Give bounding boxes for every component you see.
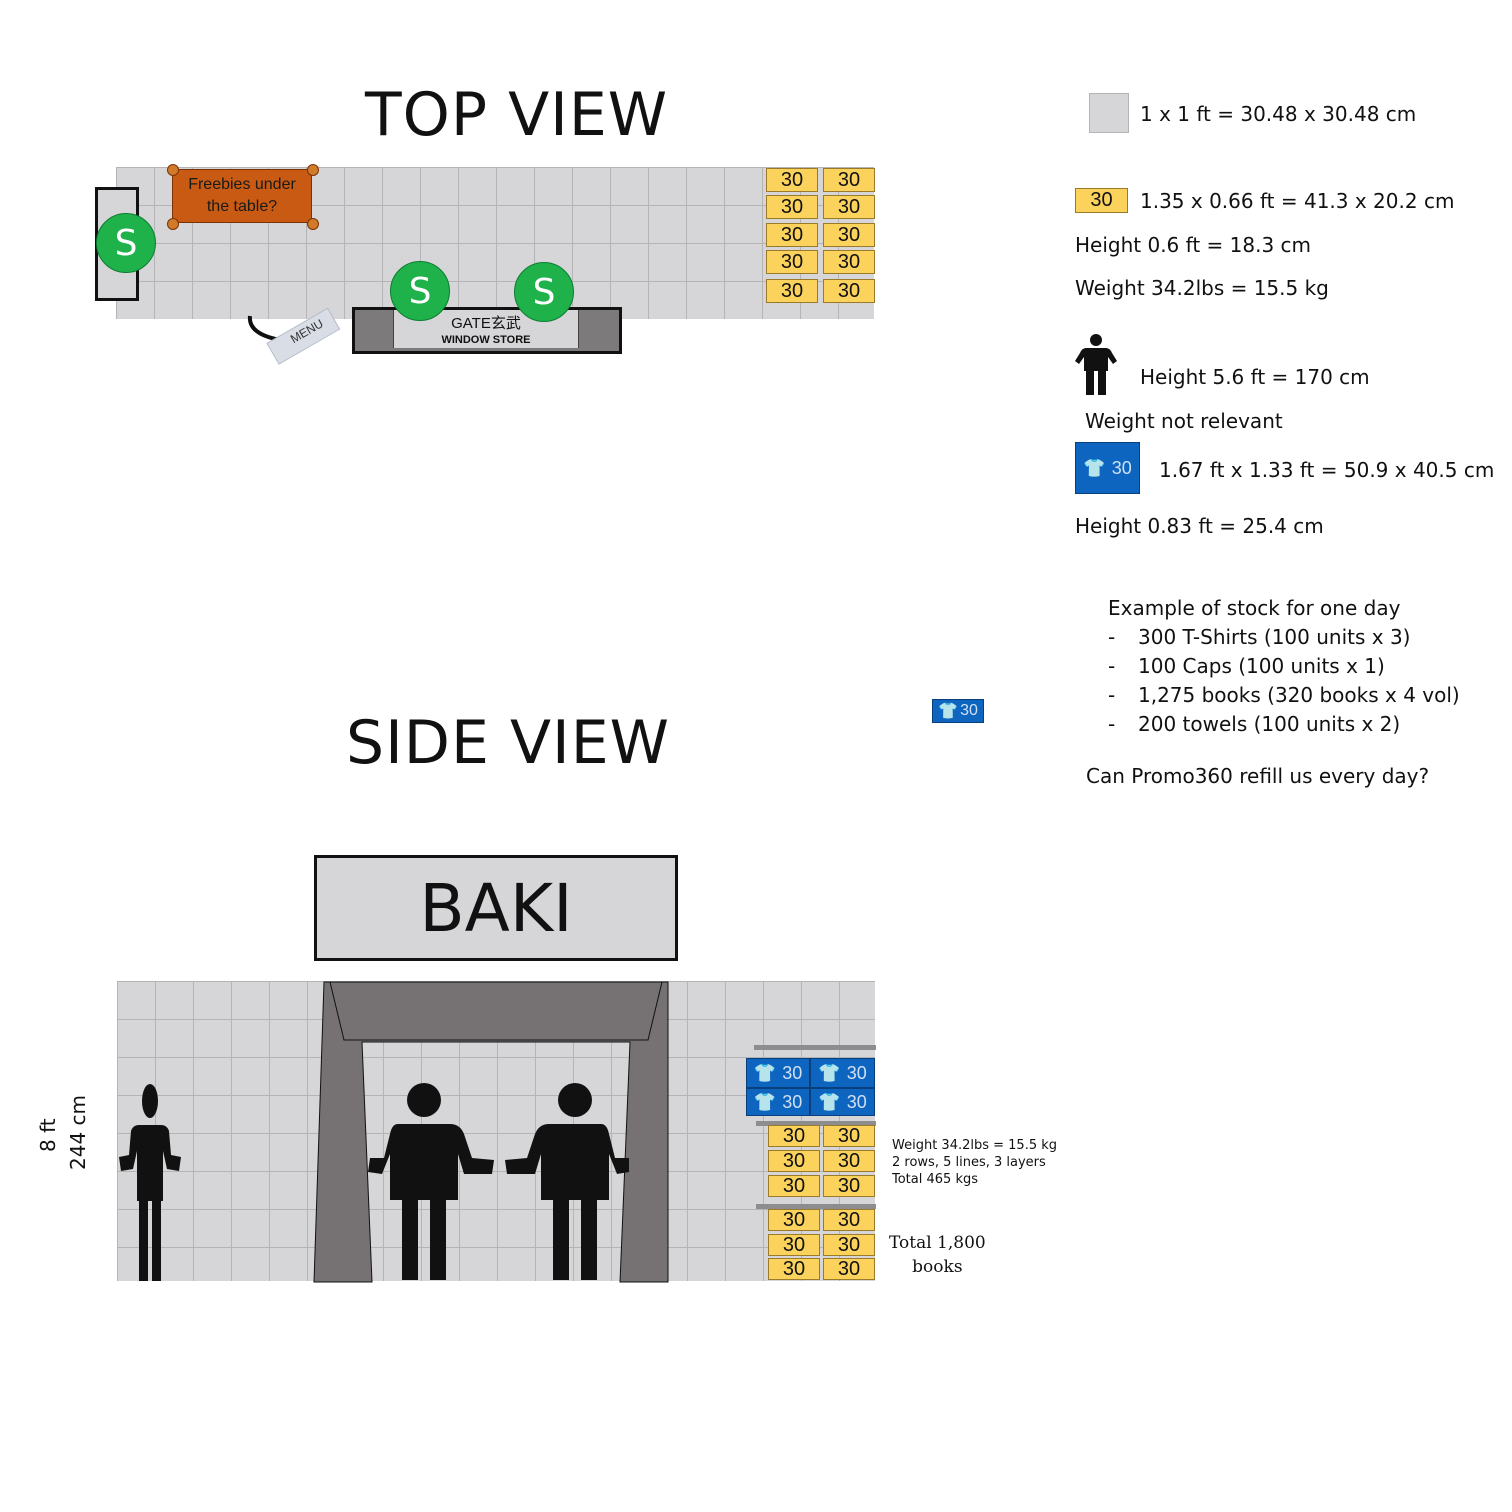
shirt-box: 👕30	[746, 1088, 810, 1116]
shelf	[756, 1204, 876, 1209]
stock-question: Can Promo360 refill us every day?	[1086, 764, 1430, 788]
tshirt-icon: 👕	[1083, 457, 1106, 478]
book-box: 30	[768, 1258, 820, 1280]
person-icon	[1075, 334, 1117, 395]
stock-bullet: -	[1108, 654, 1116, 678]
person-silhouette	[505, 1083, 629, 1280]
tshirt-icon: 👕	[818, 1091, 841, 1112]
legend-shirt-swatch: 👕30	[1075, 442, 1140, 494]
book-box: 30	[823, 1234, 875, 1256]
height-cm-label: 244 cm	[66, 1094, 90, 1170]
stock-bullet: -	[1108, 625, 1116, 649]
tshirt-icon: 👕	[938, 703, 959, 720]
book-box: 30	[766, 250, 818, 274]
shirt-box: 👕30	[746, 1058, 810, 1088]
book-box: 30	[823, 1209, 875, 1231]
tshirt-icon: 👕	[753, 1091, 777, 1112]
total-line: Total 1,800	[889, 1233, 986, 1253]
legend-shirt-size: 1.67 ft x 1.33 ft = 50.9 x 40.5 cm	[1159, 458, 1495, 482]
legend-box-swatch: 30	[1075, 188, 1128, 213]
book-box: 30	[768, 1125, 820, 1147]
store-sub: WINDOW STORE	[441, 334, 531, 346]
side-view-wall	[117, 981, 875, 1281]
stock-item: 200 towels (100 units x 2)	[1138, 712, 1401, 736]
book-box: 30	[823, 1175, 875, 1197]
total-line: books	[912, 1257, 963, 1277]
book-box: 30	[768, 1150, 820, 1172]
table-corner	[167, 164, 179, 176]
seat-center-left: S	[390, 261, 450, 321]
legend-person-weight: Weight not relevant	[1085, 409, 1283, 433]
stack-note: 2 rows, 5 lines, 3 layers	[892, 1155, 1046, 1170]
legend-tile-swatch	[1089, 93, 1129, 133]
seat-left: S	[96, 213, 156, 273]
legend-person-height: Height 5.6 ft = 170 cm	[1140, 365, 1370, 389]
book-box: 30	[823, 1258, 875, 1280]
window-store-front: GATE玄武 WINDOW STORE	[393, 310, 579, 348]
person-silhouette	[368, 1083, 494, 1280]
table-corner	[167, 218, 179, 230]
table-corner	[307, 218, 319, 230]
side-view-title: SIDE VIEW	[346, 708, 670, 778]
stock-item: 1,275 books (320 books x 4 vol)	[1138, 683, 1460, 707]
book-box: 30	[823, 223, 875, 247]
tshirt-icon: 👕	[753, 1062, 777, 1083]
book-box: 30	[766, 223, 818, 247]
shirt-box: 👕30	[810, 1088, 875, 1116]
legend-box-weight: Weight 34.2lbs = 15.5 kg	[1075, 276, 1329, 300]
book-box: 30	[823, 279, 875, 303]
total-books: Total 1,800 books	[889, 1231, 986, 1279]
stack-notes: Weight 34.2lbs = 15.5 kg 2 rows, 5 lines…	[892, 1137, 1057, 1188]
person-silhouette	[119, 1084, 181, 1281]
freebies-table: Freebies under the table?	[172, 169, 312, 223]
stock-bullet: -	[1108, 683, 1116, 707]
tshirt-icon: 👕	[818, 1062, 841, 1083]
book-box: 30	[823, 168, 875, 192]
stock-bullet: -	[1108, 712, 1116, 736]
sign-text: BAKI	[419, 869, 573, 947]
floating-shirt-box: 👕30	[932, 699, 984, 723]
book-box: 30	[823, 1150, 875, 1172]
shelf	[756, 1121, 876, 1126]
book-box: 30	[768, 1234, 820, 1256]
shirt-box: 👕30	[810, 1058, 875, 1088]
top-view-title: TOP VIEW	[365, 80, 669, 150]
book-box: 30	[823, 1125, 875, 1147]
stock-item: 100 Caps (100 units x 1)	[1138, 654, 1385, 678]
book-box: 30	[768, 1175, 820, 1197]
book-box: 30	[823, 250, 875, 274]
baki-sign: BAKI	[314, 855, 678, 961]
stack-note: Total 465 kgs	[892, 1172, 978, 1187]
menu-stand	[247, 307, 341, 365]
store-name: GATE玄武	[451, 315, 521, 332]
seat-center-right: S	[514, 262, 574, 322]
legend-box-height: Height 0.6 ft = 18.3 cm	[1075, 233, 1312, 257]
shelf	[754, 1045, 876, 1050]
height-ft-label: 8 ft	[36, 1118, 60, 1152]
freebies-label: Freebies under the table?	[188, 176, 296, 215]
legend-shirt-height: Height 0.83 ft = 25.4 cm	[1075, 514, 1324, 538]
legend-box-size: 1.35 x 0.66 ft = 41.3 x 20.2 cm	[1140, 189, 1455, 213]
legend-tile-text: 1 x 1 ft = 30.48 x 30.48 cm	[1140, 102, 1417, 126]
book-box: 30	[823, 195, 875, 219]
book-box: 30	[766, 195, 818, 219]
book-box: 30	[768, 1209, 820, 1231]
stock-item: 300 T-Shirts (100 units x 3)	[1138, 625, 1411, 649]
gate-frame	[313, 981, 669, 1283]
stock-heading: Example of stock for one day	[1108, 596, 1401, 620]
stack-note: Weight 34.2lbs = 15.5 kg	[892, 1138, 1058, 1153]
book-box: 30	[766, 279, 818, 303]
book-box: 30	[766, 168, 818, 192]
table-corner	[307, 164, 319, 176]
